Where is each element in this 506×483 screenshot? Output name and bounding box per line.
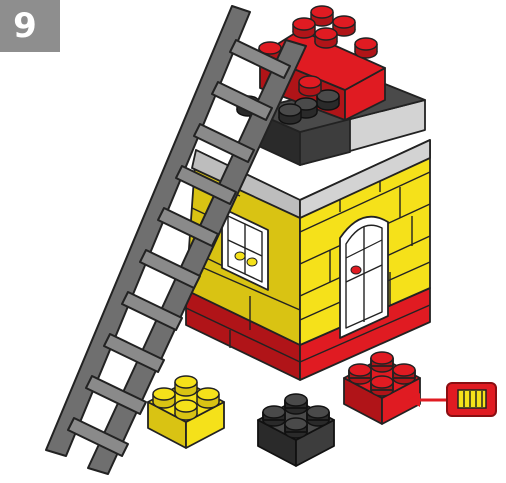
dark-gray-2x2-brick-icon — [258, 394, 334, 466]
arched-window-icon — [340, 217, 388, 338]
yellow-2x2-brick-icon — [148, 376, 224, 448]
brick-part-callout-icon — [447, 383, 496, 416]
red-2x2-brick-icon — [344, 352, 420, 424]
